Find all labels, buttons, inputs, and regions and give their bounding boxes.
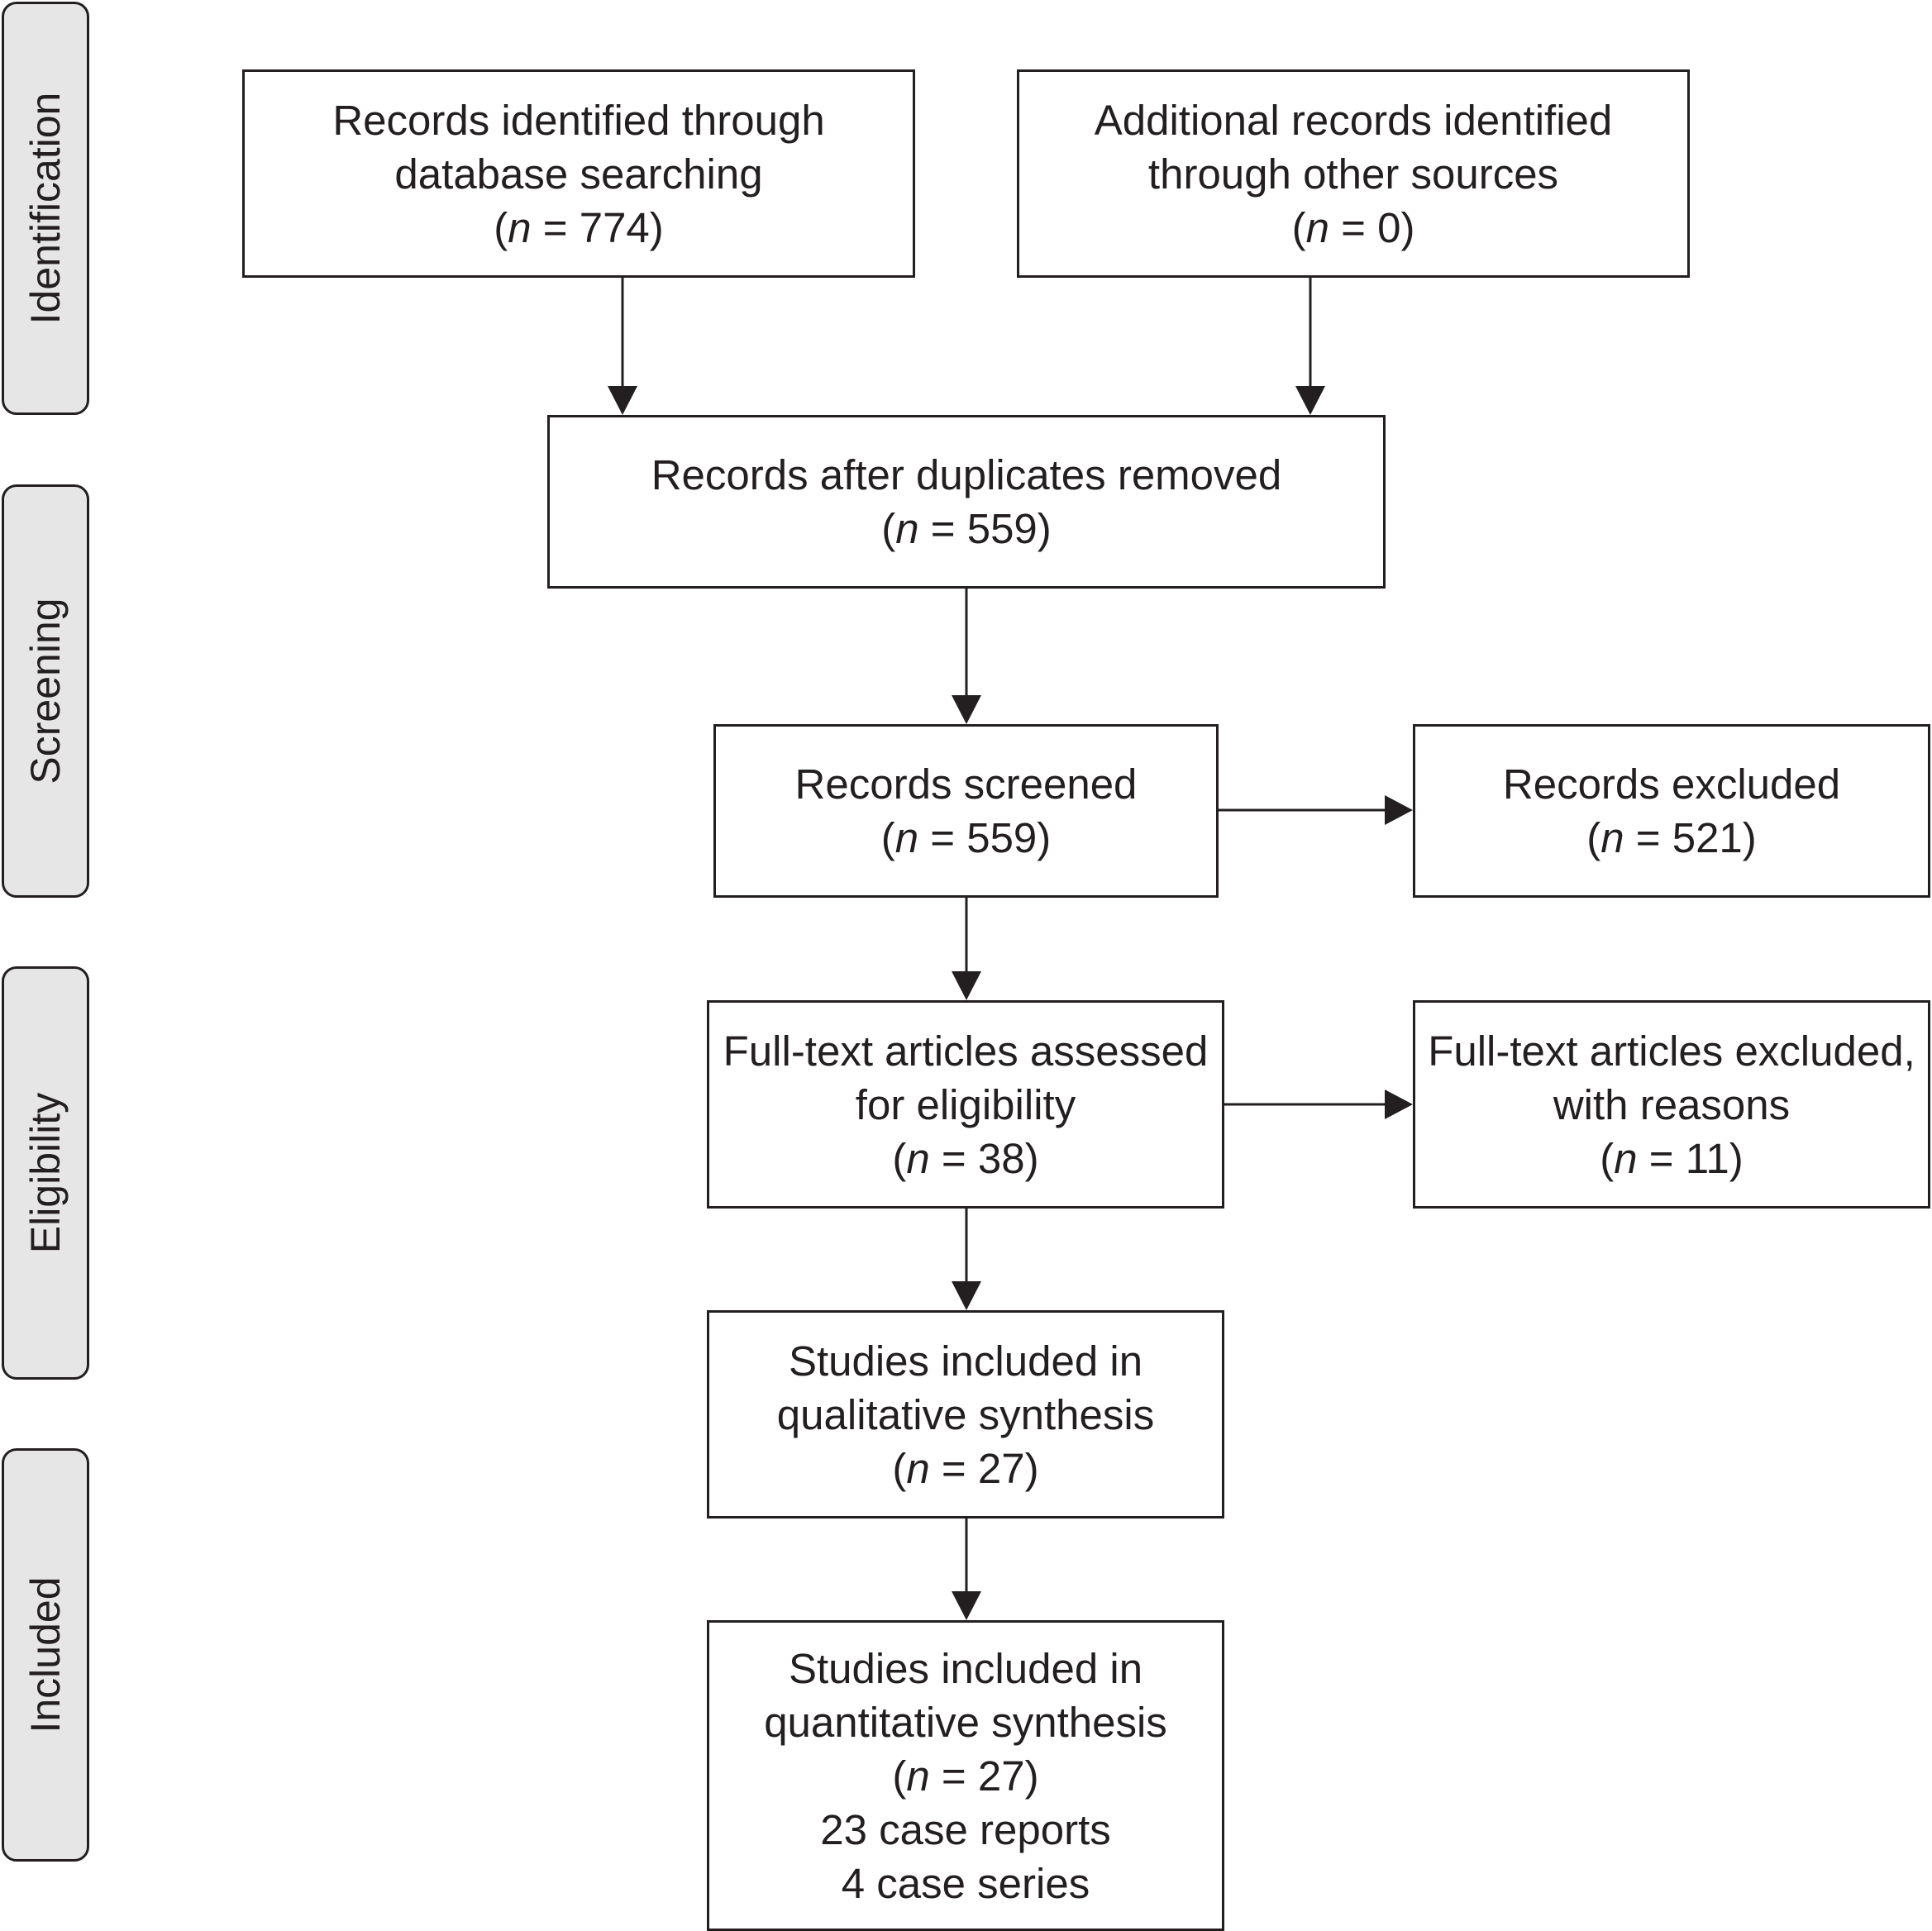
box-text-line: Records excluded	[1502, 760, 1841, 808]
count-value: 27	[977, 1752, 1025, 1800]
count-value: 559	[966, 505, 1038, 552]
box-count: (n = 11)	[1600, 1134, 1744, 1182]
box-duplicates-removed: Records after duplicates removed (n = 55…	[547, 415, 1386, 589]
box-count: (n = 521)	[1586, 814, 1757, 861]
box-extra-line: 4 case series	[841, 1859, 1090, 1907]
box-text-line: quantitative synthesis	[764, 1698, 1167, 1746]
box-text-line: Records screened	[794, 760, 1138, 808]
box-text-line: Full-text articles excluded,	[1428, 1027, 1915, 1075]
box-count: (n = 27)	[892, 1444, 1039, 1492]
count-value: 27	[977, 1444, 1025, 1492]
box-text-line: for eligibility	[855, 1080, 1076, 1128]
stage-screening: Screening	[2, 484, 89, 898]
stage-included: Included	[2, 1448, 89, 1862]
box-extra-line: 23 case reports	[820, 1805, 1111, 1853]
box-text-line: Records after duplicates removed	[651, 451, 1282, 498]
count-value: 11	[1685, 1134, 1729, 1182]
arrowhead-fulltext-to-qualitative	[952, 1281, 981, 1310]
box-qualitative-synthesis: Studies included in qualitative synthesi…	[707, 1310, 1224, 1519]
box-records-screened: Records screened (n = 559)	[713, 724, 1219, 898]
box-count: (n = 27)	[892, 1752, 1039, 1800]
box-count: (n = 0)	[1291, 203, 1415, 251]
box-text-line: Full-text articles assessed	[723, 1027, 1209, 1075]
count-value: 559	[966, 814, 1038, 861]
box-records-excluded: Records excluded (n = 521)	[1413, 724, 1930, 898]
arrowhead-screened-to-fulltext	[952, 971, 981, 1000]
arrowhead-duplicates-to-screened	[952, 695, 981, 724]
box-fulltext-assessed: Full-text articles assessed for eligibil…	[707, 1000, 1224, 1209]
count-value: 38	[977, 1134, 1025, 1182]
box-count: (n = 559)	[880, 814, 1052, 861]
arrowhead-screened-to-excluded	[1385, 795, 1413, 825]
box-text-line: Studies included in	[788, 1644, 1143, 1692]
box-text-line: with reasons	[1553, 1080, 1791, 1128]
box-quantitative-synthesis: Studies included in quantitative synthes…	[707, 1620, 1224, 1931]
box-text-line: Records identified through	[332, 96, 825, 144]
count-value: 0	[1377, 203, 1401, 251]
box-text-line: Studies included in	[788, 1337, 1143, 1385]
box-text-line: through other sources	[1147, 150, 1559, 198]
box-count: (n = 559)	[881, 505, 1052, 552]
box-count: (n = 38)	[892, 1134, 1039, 1182]
arrowhead-qualitative-to-quantitative	[952, 1591, 981, 1620]
box-database-search: Records identified through database sear…	[242, 69, 915, 278]
box-count: (n = 774)	[494, 203, 664, 251]
count-value: 774	[579, 203, 650, 251]
box-fulltext-excluded: Full-text articles excluded, with reason…	[1413, 1000, 1930, 1209]
arrowhead-database-to-duplicates	[608, 386, 637, 415]
arrowhead-fulltext-to-fulltext-excluded	[1385, 1089, 1413, 1119]
count-value: 521	[1672, 814, 1743, 861]
box-text-line: Additional records identified	[1094, 96, 1613, 144]
arrowhead-other-to-duplicates	[1295, 386, 1325, 415]
stage-identification: Identification	[2, 2, 89, 415]
box-text-line: qualitative synthesis	[776, 1390, 1155, 1438]
stage-eligibility: Eligibility	[2, 966, 89, 1380]
box-other-sources: Additional records identified through ot…	[1017, 69, 1690, 278]
box-text-line: database searching	[394, 150, 763, 198]
